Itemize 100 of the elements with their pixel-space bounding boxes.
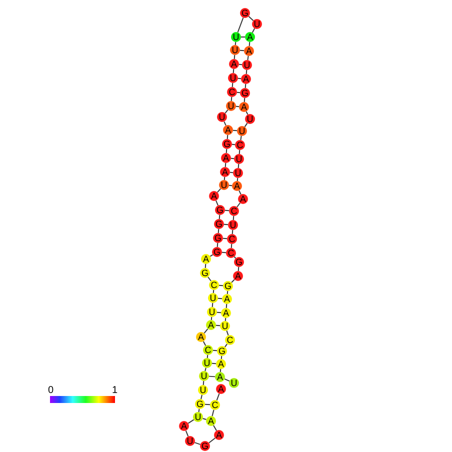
connector-line xyxy=(217,298,223,300)
nucleotide-circle: A xyxy=(179,421,189,431)
nucleotide-circle: U xyxy=(252,19,262,29)
nucleotide-circle: U xyxy=(228,73,238,83)
connector-line xyxy=(234,54,236,60)
nucleotide-circle: A xyxy=(223,125,233,135)
connector-line xyxy=(211,362,217,364)
connector-line xyxy=(218,284,224,286)
connector-line xyxy=(202,418,207,420)
connector-line xyxy=(237,17,244,33)
nucleotide-circle: U xyxy=(207,307,217,317)
connector-line xyxy=(238,64,243,66)
nucleotide-circle: U xyxy=(208,293,218,303)
nucleotide-circle: G xyxy=(217,346,227,356)
scale-label: 0 xyxy=(48,385,54,396)
connector-line xyxy=(204,263,206,269)
nucleotide-circle: U xyxy=(199,371,209,381)
connector-line xyxy=(238,266,240,272)
nucleotide-circle: G xyxy=(215,205,225,215)
nucleotide-circle: A xyxy=(206,320,216,330)
connector-line xyxy=(208,376,216,378)
nucleotide-circle: C xyxy=(203,345,213,355)
connector-line xyxy=(236,202,240,208)
nucleotide-circle: U xyxy=(219,180,229,190)
connector-line xyxy=(224,162,226,168)
nucleotide-circle: A xyxy=(216,384,226,394)
connector-line xyxy=(228,184,233,186)
connector-line xyxy=(212,302,214,308)
connector-line xyxy=(231,144,236,146)
nucleotide-circle: U xyxy=(229,378,239,388)
nucleotide-circle: U xyxy=(230,45,240,55)
connector-line xyxy=(235,106,240,108)
nucleotide-circle: A xyxy=(201,254,211,264)
connector-line xyxy=(224,176,226,181)
connector-line xyxy=(208,276,212,282)
nucleotide-circle: G xyxy=(240,88,250,98)
connector-line xyxy=(230,243,232,249)
connector-line xyxy=(248,41,250,47)
connector-line xyxy=(246,69,248,75)
nucleotide-circle: C xyxy=(209,280,219,290)
nucleotide-circle: A xyxy=(209,191,219,201)
nucleotide-circle: A xyxy=(216,359,226,369)
nucleotide-circle: A xyxy=(220,167,230,177)
nucleotide-circle: U xyxy=(217,112,227,122)
connector-line xyxy=(236,177,238,182)
connector-line xyxy=(212,350,218,352)
nucleotide-circle: A xyxy=(229,59,239,69)
nucleotide-circle: U xyxy=(233,168,243,178)
connector-line xyxy=(232,229,234,235)
nucleotide-circle: U xyxy=(237,126,247,136)
nucleotide-circle: A xyxy=(244,46,254,56)
connector-line xyxy=(215,200,219,206)
nucleotide-circle: U xyxy=(228,220,238,230)
nucleotide-circle: A xyxy=(232,181,242,191)
connector-line xyxy=(220,368,222,373)
connector-line xyxy=(234,41,236,46)
connector-line xyxy=(200,394,202,400)
nucleotide-circle: A xyxy=(214,430,224,440)
nucleotide-circle: C xyxy=(226,248,236,258)
connector-line xyxy=(239,50,245,52)
nucleotide-circle: U xyxy=(242,60,252,70)
nucleotide-circle: G xyxy=(200,268,210,278)
connector-line xyxy=(232,82,234,88)
nucleotide-circle: C xyxy=(227,234,237,244)
connector-line xyxy=(206,354,208,359)
connector-line xyxy=(194,442,201,445)
nucleotide-circle: A xyxy=(215,372,225,382)
connector-line xyxy=(244,97,246,103)
connector-line xyxy=(226,148,228,154)
nucleotide-circle: A xyxy=(221,153,231,163)
connector-line xyxy=(226,134,228,140)
connector-line xyxy=(216,242,218,248)
nucleotide-circle: G xyxy=(240,8,250,18)
nucleotide-circle: U xyxy=(226,101,236,111)
connector-line xyxy=(230,158,235,160)
nucleotide-circle: A xyxy=(245,32,255,42)
nucleotide-circle: U xyxy=(202,358,212,368)
connector-line xyxy=(210,254,214,257)
nucleotide-circle: C xyxy=(235,140,245,150)
connector-line xyxy=(230,96,232,102)
connector-line xyxy=(212,424,218,432)
nucleotide-circle: U xyxy=(193,412,203,422)
nucleotide-circle: A xyxy=(241,74,251,84)
connector-line xyxy=(244,122,248,128)
nucleotide-circle: U xyxy=(234,154,244,164)
connector-line xyxy=(232,68,234,74)
connector-line xyxy=(247,55,249,61)
nucleotide-circle: A xyxy=(206,416,216,426)
connector-line xyxy=(208,438,216,444)
connector-line xyxy=(234,256,236,259)
connector-line xyxy=(231,279,235,283)
nucleotide-circle: U xyxy=(220,321,230,331)
nucleotide-circle: G xyxy=(223,281,233,291)
connector-line xyxy=(221,252,227,254)
connector-line xyxy=(188,419,194,424)
nucleotide-circle: U xyxy=(185,436,195,446)
connector-line xyxy=(224,378,230,382)
nucleotide-circle: C xyxy=(229,206,239,216)
nucleotide-circle: G xyxy=(200,441,210,451)
connector-line xyxy=(223,224,229,226)
